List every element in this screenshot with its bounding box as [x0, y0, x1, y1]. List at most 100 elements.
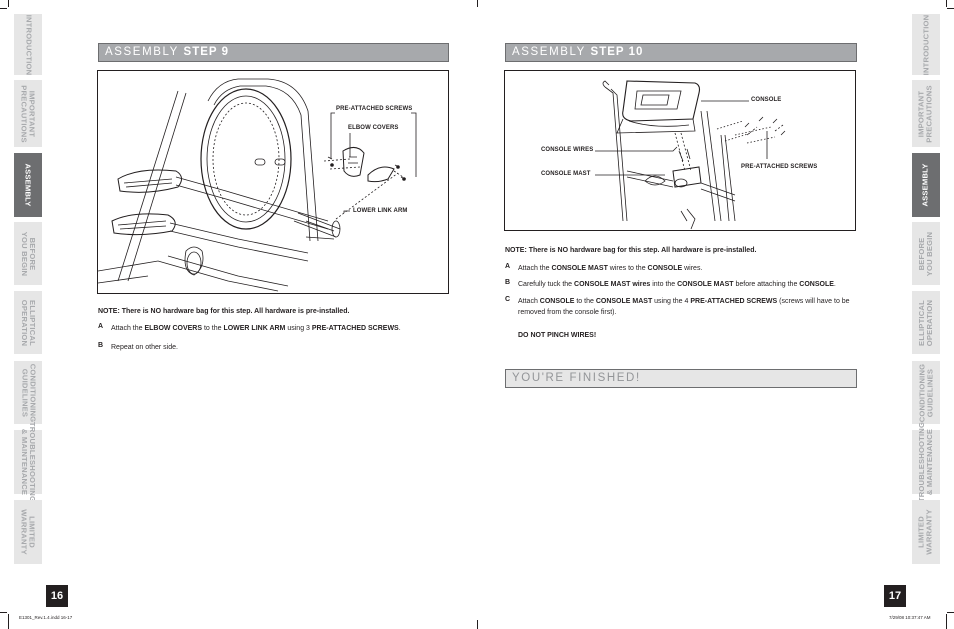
pinch-warning: DO NOT PINCH WIRES! — [518, 332, 597, 339]
step-letter: B — [505, 279, 511, 286]
instruction-fragment: PRE-ATTACHED SCREWS — [690, 298, 778, 305]
step-instruction: Attach the CONSOLE MAST wires to the CON… — [518, 263, 854, 274]
step-instruction: Carefully tuck the CONSOLE MAST wires in… — [518, 279, 854, 290]
instruction-fragment: CONSOLE MAST wires — [574, 281, 651, 288]
instruction-fragment: Carefully tuck the — [518, 281, 575, 288]
section-tab-left-5[interactable]: CONDITIONING GUIDELINES — [14, 361, 42, 424]
crop-mark — [477, 0, 478, 7]
section-tab-label: CONDITIONING GUIDELINES — [20, 363, 38, 422]
section-tab-right-2[interactable]: ASSEMBLY — [912, 153, 940, 217]
step-10-header: ASSEMBLY STEP 10 — [505, 43, 857, 62]
crop-mark — [0, 8, 7, 9]
section-tab-label: CONDITIONING GUIDELINES — [917, 363, 935, 422]
instruction-fragment: CONSOLE MAST — [551, 265, 608, 272]
callout-lower-link-arm: LOWER LINK ARM — [353, 208, 408, 214]
section-tab-right-4[interactable]: ELLIPTICAL OPERATION — [912, 291, 940, 354]
step-9-note: NOTE: There is NO hardware bag for this … — [98, 308, 350, 315]
crop-mark — [947, 8, 954, 9]
header-step: STEP 10 — [590, 46, 644, 58]
step-instruction: Attach CONSOLE to the CONSOLE MAST using… — [518, 296, 854, 318]
instruction-fragment: before attaching the — [733, 281, 800, 288]
instruction-fragment: Attach the — [111, 325, 145, 332]
step-9-header: ASSEMBLY STEP 9 — [98, 43, 449, 62]
timestamp-slug: 7/29/08 10:37:47 AM — [889, 615, 931, 620]
instruction-fragment: into the — [650, 281, 678, 288]
instruction-fragment: using the 4 — [652, 298, 691, 305]
section-tab-label: TROUBLESHOOTING & MAINTENANCE — [917, 421, 935, 503]
section-tab-label: LIMITED WARRANTY — [917, 509, 935, 555]
step-letter: B — [98, 342, 104, 349]
finished-header: YOU'RE FINISHED! — [505, 369, 857, 388]
instruction-fragment: LOWER LINK ARM — [223, 325, 286, 332]
step-10-note: NOTE: There is NO hardware bag for this … — [505, 247, 757, 254]
section-tab-left-6[interactable]: TROUBLESHOOTING & MAINTENANCE — [14, 422, 42, 502]
section-tab-left-3[interactable]: BEFORE YOU BEGIN — [14, 222, 42, 285]
crop-mark — [8, 614, 9, 629]
section-tab-left-4[interactable]: ELLIPTICAL OPERATION — [14, 291, 42, 354]
elliptical-rear-illustration — [98, 78, 417, 292]
instruction-fragment: PRE-ATTACHED SCREWS — [311, 325, 399, 332]
section-tab-right-1[interactable]: IMPORTANT PRECAUTIONS — [912, 80, 940, 147]
instruction-fragment: . — [833, 281, 836, 288]
section-tab-left-2[interactable]: ASSEMBLY — [14, 153, 42, 217]
instruction-fragment: Attach the — [518, 265, 552, 272]
page-number-right: 17 — [884, 585, 906, 607]
section-tab-label: LIMITED WARRANTY — [20, 509, 38, 555]
step-letter: A — [505, 263, 511, 270]
instruction-fragment: wires. — [682, 265, 703, 272]
finished-label: YOU'RE FINISHED! — [512, 372, 641, 384]
instruction-fragment: Repeat on other side. — [111, 344, 178, 351]
section-tab-left-7[interactable]: LIMITED WARRANTY — [14, 500, 42, 564]
instruction-fragment: CONSOLE — [799, 281, 834, 288]
callout-console-mast: CONSOLE MAST — [541, 171, 591, 177]
instruction-fragment: CONSOLE MAST — [595, 298, 653, 305]
section-tab-label: TROUBLESHOOTING & MAINTENANCE — [20, 421, 38, 503]
instruction-fragment: ELBOW COVERS — [144, 325, 203, 332]
step-letter: A — [98, 323, 104, 330]
instruction-fragment: CONSOLE MAST — [677, 281, 734, 288]
section-tab-right-3[interactable]: BEFORE YOU BEGIN — [912, 222, 940, 285]
section-tab-left-1[interactable]: IMPORTANT PRECAUTIONS — [14, 80, 42, 147]
section-tab-label: ASSEMBLY — [24, 163, 34, 207]
instruction-fragment: using 3 — [285, 325, 312, 332]
callout-console-wires: CONSOLE WIRES — [541, 147, 594, 153]
section-tab-right-6[interactable]: TROUBLESHOOTING & MAINTENANCE — [912, 422, 940, 502]
crop-mark — [947, 612, 954, 613]
crop-mark — [946, 614, 947, 629]
section-tab-label: INTRODUCTION — [921, 14, 930, 75]
callout-elbow-covers: ELBOW COVERS — [348, 125, 399, 131]
header-prefix: ASSEMBLY — [512, 46, 586, 58]
section-tab-right-5[interactable]: CONDITIONING GUIDELINES — [912, 361, 940, 424]
callout-console: CONSOLE — [751, 97, 782, 103]
instruction-fragment: to the — [202, 325, 224, 332]
crop-mark — [0, 612, 7, 613]
section-tab-label: BEFORE YOU BEGIN — [917, 231, 935, 276]
section-tab-label: ASSEMBLY — [921, 163, 931, 207]
instruction-fragment: CONSOLE — [647, 265, 683, 272]
file-slug: E1301_Rev.1.4.indd 16-17 — [19, 615, 73, 620]
section-tab-right-7[interactable]: LIMITED WARRANTY — [912, 500, 940, 564]
section-tab-left-0[interactable]: INTRODUCTION — [14, 14, 42, 75]
instruction-fragment: CONSOLE — [539, 298, 575, 305]
instruction-fragment: Attach — [518, 298, 540, 305]
step-10-illustration: CONSOLE CONSOLE WIRES CONSOLE MAST PRE-A… — [504, 70, 856, 231]
crop-mark — [8, 0, 9, 7]
step-instruction: Attach the ELBOW COVERS to the LOWER LIN… — [111, 323, 441, 334]
console-assembly-illustration — [595, 80, 786, 230]
section-tab-label: ELLIPTICAL OPERATION — [20, 299, 38, 346]
instruction-fragment: . — [398, 325, 401, 332]
section-tab-right-0[interactable]: INTRODUCTION — [912, 14, 940, 75]
section-tab-label: IMPORTANT PRECAUTIONS — [917, 84, 935, 143]
section-tab-label: ELLIPTICAL OPERATION — [917, 299, 935, 346]
page-number-left: 16 — [46, 585, 68, 607]
section-tab-label: IMPORTANT PRECAUTIONS — [20, 84, 38, 143]
instruction-fragment: (screws will have to be removed from the… — [518, 298, 850, 316]
step-letter: C — [505, 296, 511, 303]
crop-mark — [946, 0, 947, 7]
instruction-fragment: wires to the — [607, 265, 648, 272]
section-tab-label: INTRODUCTION — [24, 14, 33, 75]
callout-pre-attached-screws: PRE-ATTACHED SCREWS — [741, 164, 818, 170]
header-prefix: ASSEMBLY — [105, 46, 179, 58]
step-instruction: Repeat on other side. — [111, 342, 441, 353]
instruction-fragment: to the — [574, 298, 596, 305]
